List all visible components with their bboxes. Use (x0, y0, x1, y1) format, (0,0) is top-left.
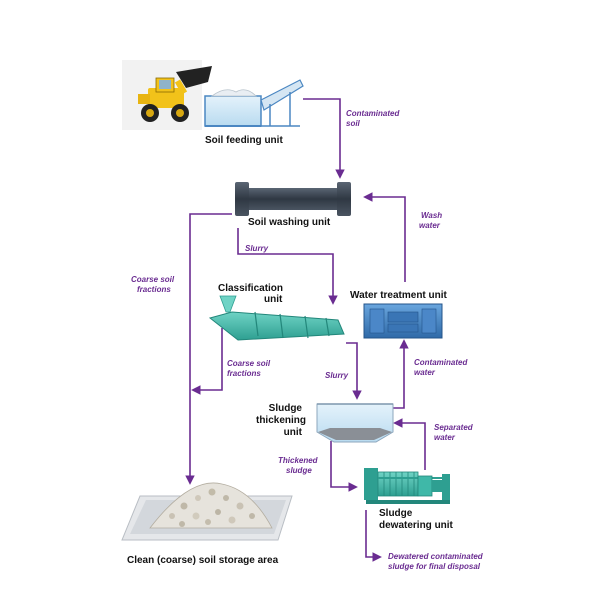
slurry-label-2: Slurry (325, 371, 349, 380)
sludge-thickening-unit: Sludge thickening unit (256, 403, 394, 443)
arrow-thickened-sludge (330, 441, 358, 492)
sludge-thickening-label-line1: Sludge (269, 403, 303, 414)
sludge-dewatering-unit: Sludge dewatering unit (364, 468, 454, 531)
feed-hopper-icon (204, 79, 304, 127)
arrow-coarse-soil-2 (191, 328, 223, 395)
water-treatment-unit: Water treatment unit (350, 290, 448, 339)
thickened-sludge-label-line2: sludge (286, 466, 312, 475)
separated-water-label-line2: water (434, 433, 456, 442)
arrow-slurry-2 (346, 342, 362, 400)
thickener-tank-icon (316, 403, 394, 443)
sludge-thickening-label-line3: unit (284, 427, 303, 438)
arrow-separated-water (393, 418, 426, 470)
dewatered-sludge-label-line1: Dewatered contaminated (388, 552, 484, 561)
arrow-coarse-soil-1 (185, 213, 232, 485)
arrow-dewatered-sludge (365, 510, 382, 562)
soil-feeding-unit: Soil feeding unit (122, 60, 304, 146)
sludge-dewatering-label-line1: Sludge (379, 508, 413, 519)
contaminated-soil-label-line1: Contaminated (346, 109, 400, 118)
soil-pile-icon (149, 482, 273, 529)
classifier-icon (208, 295, 345, 341)
contaminated-water-label-line2: water (414, 368, 436, 377)
slurry-label-1: Slurry (245, 244, 269, 253)
clean-soil-storage-area: Clean (coarse) soil storage area (121, 482, 293, 566)
washing-pipe-icon (235, 182, 351, 216)
dewatered-sludge-label-line2: sludge for final disposal (388, 562, 481, 571)
soil-washing-unit: Soil washing unit (235, 182, 351, 228)
flow-labels: Contaminated soil Wash water Slurry Coar… (131, 109, 484, 571)
wheel-loader-icon (138, 66, 212, 122)
classification-unit: Classification unit (208, 283, 345, 341)
coarse-soil-label-2-line2: fractions (227, 369, 261, 378)
classification-unit-label-line1: Classification (218, 283, 283, 294)
wash-water-label-line1: Wash (421, 211, 442, 220)
thickened-sludge-label-line1: Thickened (278, 456, 319, 465)
storage-area-label: Clean (coarse) soil storage area (127, 555, 279, 566)
coarse-soil-label-1-line2: fractions (137, 285, 171, 294)
sludge-thickening-label-line2: thickening (256, 415, 306, 426)
contaminated-soil-label-line2: soil (346, 119, 361, 128)
classification-unit-label-line2: unit (264, 294, 283, 305)
coarse-soil-label-1-line1: Coarse soil (131, 275, 175, 284)
wash-water-label-line2: water (419, 221, 441, 230)
separated-water-label-line1: Separated (434, 423, 474, 432)
soil-washing-unit-label: Soil washing unit (248, 217, 331, 228)
filter-press-icon (364, 468, 450, 504)
water-treatment-unit-label: Water treatment unit (350, 290, 448, 301)
arrow-wash-water (363, 192, 406, 282)
arrow-contaminated-soil (303, 98, 345, 179)
flow-arrows (185, 98, 426, 562)
sludge-dewatering-label-line2: dewatering unit (379, 520, 454, 531)
arrow-contaminated-water (393, 339, 409, 409)
soil-feeding-unit-label: Soil feeding unit (205, 135, 283, 146)
contaminated-water-label-line1: Contaminated (414, 358, 468, 367)
arrow-slurry-1 (237, 228, 338, 305)
water-treatment-icon (363, 303, 443, 339)
coarse-soil-label-2-line1: Coarse soil (227, 359, 271, 368)
